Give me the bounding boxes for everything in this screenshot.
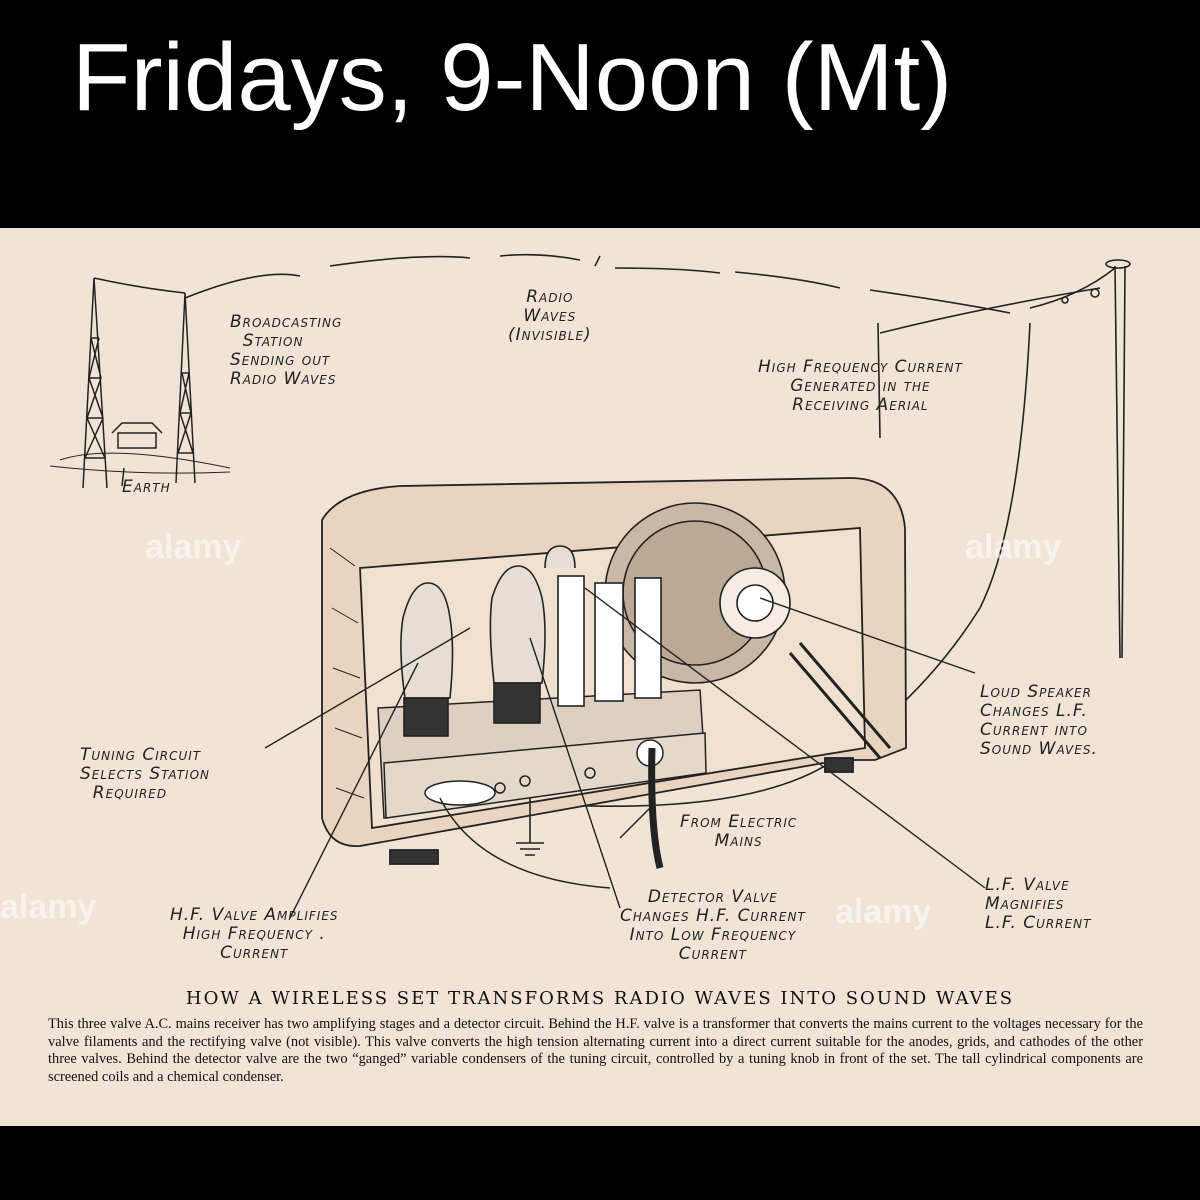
station-hut	[111, 422, 163, 449]
radio-wave-line	[184, 253, 1116, 314]
label-detector-valve: Detector Valve Changes H.F. Current Into…	[620, 887, 806, 964]
lead-in-wire	[879, 287, 1101, 334]
screened-coil-2	[594, 582, 624, 702]
label-tuning-circuit: Tuning Circuit Selects Station Required	[80, 745, 211, 803]
label-radio-waves: Radio Waves (Invisible)	[508, 287, 592, 345]
leader-mains	[619, 807, 651, 839]
speaker-brace	[788, 642, 892, 759]
tower-cable	[93, 277, 186, 294]
label-broadcasting-station: Broadcasting Station Sending out Radio W…	[230, 312, 343, 389]
earth-arrow	[121, 467, 125, 487]
radio-diagram	[49, 253, 1131, 919]
leader-lines	[264, 587, 986, 919]
watermark: alamy	[965, 528, 1062, 566]
hf-valve	[400, 582, 454, 699]
illustration-plate: Broadcasting Station Sending out Radio W…	[0, 228, 1200, 1126]
leader-dial	[439, 797, 611, 889]
cabinet-foot-left	[389, 849, 439, 865]
label-lf-valve: L.F. Valve Magnifies L.F. Current	[985, 875, 1092, 933]
leader-tuning	[264, 627, 471, 749]
earth-ground	[49, 452, 231, 474]
aerial-down-wire	[469, 322, 1031, 807]
top-banner: Fridays, 9-Noon (Mt)	[0, 0, 1200, 228]
label-hf-valve: H.F. Valve Amplifies High Frequency . Cu…	[170, 905, 339, 963]
ground-symbol	[516, 798, 544, 856]
leader-speaker	[759, 597, 976, 674]
watermark: alamy	[835, 893, 932, 931]
caption-body: This three valve A.C. mains receiver has…	[48, 1016, 1143, 1085]
cabinet-foot-right	[824, 757, 854, 773]
aerial-mast-small	[877, 322, 881, 439]
bottom-bar	[0, 1126, 1200, 1200]
broadcast-towers	[49, 277, 231, 489]
mains-cable	[648, 747, 664, 869]
label-high-frequency-current: High Frequency Current Generated in the …	[758, 357, 963, 415]
label-electric-mains: From Electric Mains	[680, 812, 798, 851]
chemical-condenser	[634, 577, 662, 699]
caption-heading: HOW A WIRELESS SET TRANSFORMS RADIO WAVE…	[185, 988, 1015, 1009]
chassis	[377, 689, 707, 819]
screened-coil-1	[557, 575, 585, 707]
receiving-aerial	[469, 259, 1131, 807]
leader-lf	[584, 587, 986, 889]
leader-detector	[529, 637, 621, 909]
lf-valve	[544, 545, 576, 569]
cabinet-grain	[329, 547, 365, 799]
dial-plate	[424, 780, 496, 806]
tower-left	[82, 277, 108, 489]
watermark: alamy	[0, 888, 97, 926]
label-loud-speaker: Loud Speaker Changes L.F. Current into S…	[980, 682, 1098, 759]
leader-hf	[289, 662, 419, 919]
aerial-mast	[1114, 265, 1126, 659]
tower-right	[175, 292, 196, 484]
watermark: alamy	[145, 528, 242, 566]
banner-title: Fridays, 9-Noon (Mt)	[72, 24, 953, 131]
detector-valve	[489, 565, 546, 684]
label-earth: Earth	[122, 477, 171, 497]
valves	[400, 545, 664, 869]
